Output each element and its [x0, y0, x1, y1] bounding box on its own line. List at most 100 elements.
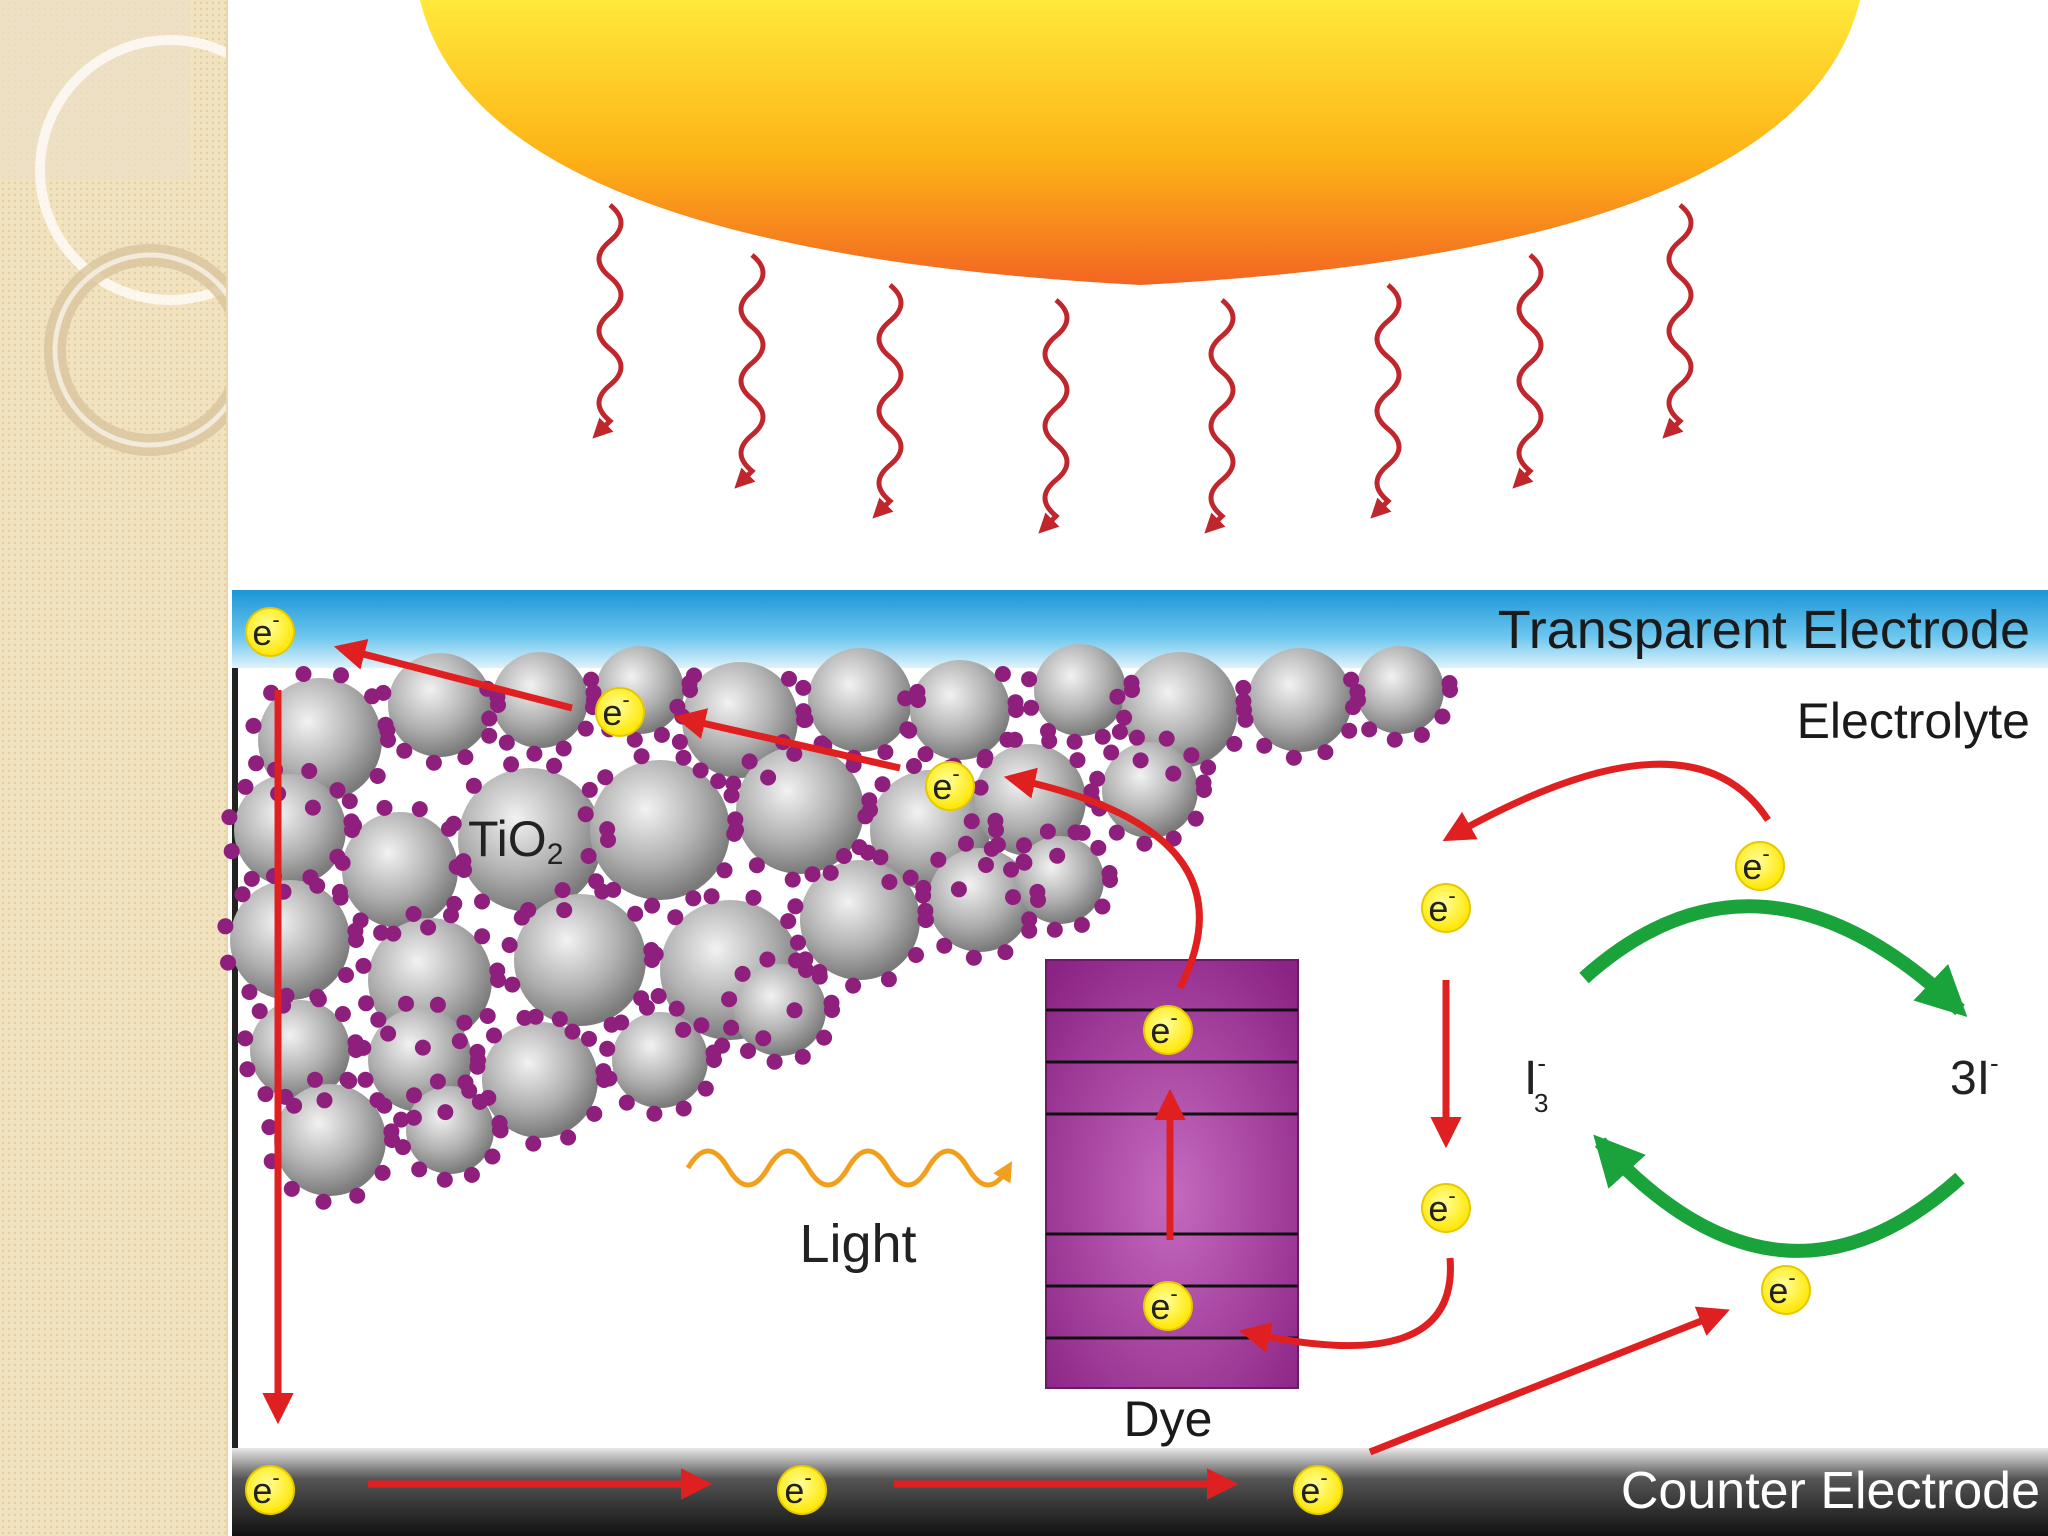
dye-molecule	[333, 890, 349, 906]
dye-molecule	[457, 749, 473, 765]
dye-molecule	[861, 792, 877, 808]
dye-molecule	[1361, 721, 1377, 737]
dye-molecule	[1109, 689, 1125, 705]
dye-molecule	[915, 880, 931, 896]
dye-molecule	[597, 769, 613, 785]
dye-molecule	[1090, 840, 1106, 856]
dye-molecule	[735, 966, 751, 982]
dye-molecule	[727, 811, 743, 827]
light-ray	[1044, 300, 1067, 528]
dye-molecule	[785, 872, 801, 888]
counter-electrode-label: Counter Electrode	[1621, 1462, 2040, 1520]
redox-cycle-arrows	[1584, 906, 1960, 1251]
dye-molecule	[393, 1112, 409, 1128]
dye-molecule	[329, 849, 345, 865]
dye-molecule	[235, 886, 251, 902]
dye-molecule	[342, 793, 358, 809]
dye-molecule	[443, 907, 459, 923]
dye-molecule	[1442, 675, 1458, 691]
cell-left-wall	[232, 668, 238, 1458]
dye-molecule	[795, 680, 811, 696]
dye-molecule	[1183, 747, 1199, 763]
dye-molecule	[788, 953, 804, 969]
dye-molecule	[437, 1104, 453, 1120]
electron-token: e-	[1144, 1005, 1192, 1054]
dye-molecule	[492, 1115, 508, 1131]
dye-molecule	[305, 800, 321, 816]
dye-molecule	[1067, 734, 1083, 750]
dye-molecule	[1133, 752, 1149, 768]
dye-molecule	[412, 801, 428, 817]
light-ray	[878, 285, 901, 513]
dye-molecule	[1021, 911, 1037, 927]
dye-molecule	[918, 746, 934, 762]
dye-molecule	[1029, 884, 1045, 900]
dye-molecule	[370, 768, 386, 784]
dye-molecule	[1434, 709, 1450, 725]
dye-molecule	[480, 1008, 496, 1024]
dye-molecule	[903, 870, 919, 886]
electron-token: e-	[1762, 1265, 1810, 1314]
dye-molecule	[474, 928, 490, 944]
dye-molecule	[1040, 824, 1056, 840]
dye-molecule	[469, 1044, 485, 1060]
dye-molecule	[930, 852, 946, 868]
dye-molecule	[908, 947, 924, 963]
dye-molecule	[258, 1086, 274, 1102]
dye-molecule	[406, 1087, 422, 1103]
electron-token: e-	[1294, 1465, 1342, 1514]
dye-molecule	[1016, 837, 1032, 853]
dye-molecule	[676, 750, 692, 766]
dye-molecule	[787, 1002, 803, 1018]
electron-token: e-	[778, 1465, 826, 1514]
dye-molecule	[990, 837, 1006, 853]
light-label: Light	[799, 1214, 916, 1274]
dye-molecule	[1196, 775, 1212, 791]
iodide-label: 3I-	[1950, 1048, 1999, 1105]
dye-molecule	[217, 918, 233, 934]
dye-molecule	[430, 1074, 446, 1090]
dye-molecule	[759, 952, 775, 968]
dye-molecule	[378, 717, 394, 733]
dye-molecule	[546, 758, 562, 774]
dye-molecule	[594, 884, 610, 900]
light-ray	[1210, 300, 1233, 528]
dye-molecule	[464, 1167, 480, 1183]
dye-molecule	[824, 995, 840, 1011]
dye-molecule	[302, 869, 318, 885]
dye-molecule	[246, 718, 262, 734]
dye-molecule	[355, 1040, 371, 1056]
tio2-particle	[1034, 644, 1126, 736]
dye-molecule	[346, 818, 362, 834]
dye-molecule	[672, 734, 688, 750]
dye-molecule	[995, 666, 1011, 682]
dye-molecule	[1074, 917, 1090, 933]
electron-token: e-	[246, 1465, 294, 1514]
dye-molecule	[795, 1049, 811, 1065]
dye-molecule	[760, 770, 776, 786]
light-ray	[1668, 205, 1691, 433]
electron-token: e-	[1144, 1281, 1192, 1330]
dye-molecule	[484, 1149, 500, 1165]
dye-molecule	[698, 1081, 714, 1097]
dye-molecule	[823, 865, 839, 881]
dye-molecule	[726, 826, 742, 842]
dye-molecule	[221, 809, 237, 825]
dye-molecule	[335, 1006, 351, 1022]
dye-molecule	[1109, 825, 1125, 841]
dye-molecule	[1136, 836, 1152, 852]
dye-molecule	[717, 862, 733, 878]
electron-token: e-	[246, 607, 294, 656]
dye-molecule	[481, 728, 497, 744]
dye-molecule	[426, 755, 442, 771]
dye-molecule	[1005, 889, 1021, 905]
dye-molecule	[599, 1041, 615, 1057]
dye-molecule	[449, 859, 465, 875]
dye-molecule	[252, 1003, 268, 1019]
light-ray	[740, 255, 763, 483]
dye-molecule	[881, 971, 897, 987]
dye-molecule	[997, 944, 1013, 960]
dye-molecule	[964, 813, 980, 829]
dye-molecule	[480, 1090, 496, 1106]
dye-molecule	[347, 923, 363, 939]
